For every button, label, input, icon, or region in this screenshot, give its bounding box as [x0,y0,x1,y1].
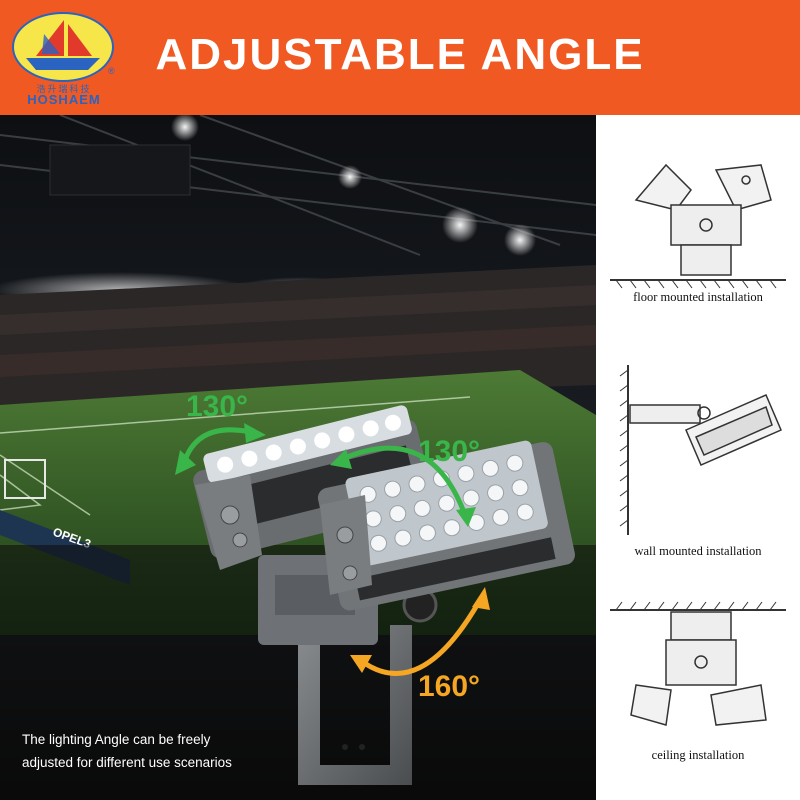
logo-emblem [12,12,114,82]
floodlight [442,207,478,243]
caption-ceiling-mount: ceiling installation [651,748,745,762]
note-line-2: adjusted for different use scenarios [22,755,232,770]
arrow-right-module [337,445,468,518]
wall-mount-diagram [619,365,782,535]
ceiling-mount-diagram [610,601,786,726]
floodlight-fixture [193,405,575,785]
goal-net [4,459,46,499]
arrow-heads [175,423,490,673]
angle-label-left: 130° [186,390,249,423]
stadium-scene: OPEL3 [0,115,596,800]
scoreboard [49,144,191,196]
caption-wall-mount: wall mounted installation [634,544,762,558]
floodlight [171,115,199,141]
led-module-right [317,440,575,611]
floodlight [504,224,536,256]
side-plate-right [320,495,372,595]
note-line-1: The lighting Angle can be freely [22,732,211,747]
installation-panel: floor mounted installation wall mounted … [596,115,800,800]
floor-mount-diagram [610,163,786,289]
angle-label-bracket: 160° [418,670,481,703]
arrow-left-module [182,427,258,463]
floodlight [338,165,362,189]
arrow-bracket [357,597,483,676]
header-banner: ® 浩升瑞科技 HOSHAEM ADJUSTABLE ANGLE [0,0,800,115]
sail-icon [26,20,100,70]
stadium-photo-panel: OPEL3 [0,115,596,800]
page-title: ADJUSTABLE ANGLE [155,30,645,79]
brand-name-en: HOSHAEM [27,92,101,107]
brand-logo: ® 浩升瑞科技 HOSHAEM [10,10,118,107]
registered-mark: ® [108,66,115,76]
angle-arrows [182,427,483,676]
brand-name-cn: 浩升瑞科技 [36,84,92,94]
angle-label-right: 130° [418,435,481,468]
caption-floor-mount: floor mounted installation [633,290,763,304]
